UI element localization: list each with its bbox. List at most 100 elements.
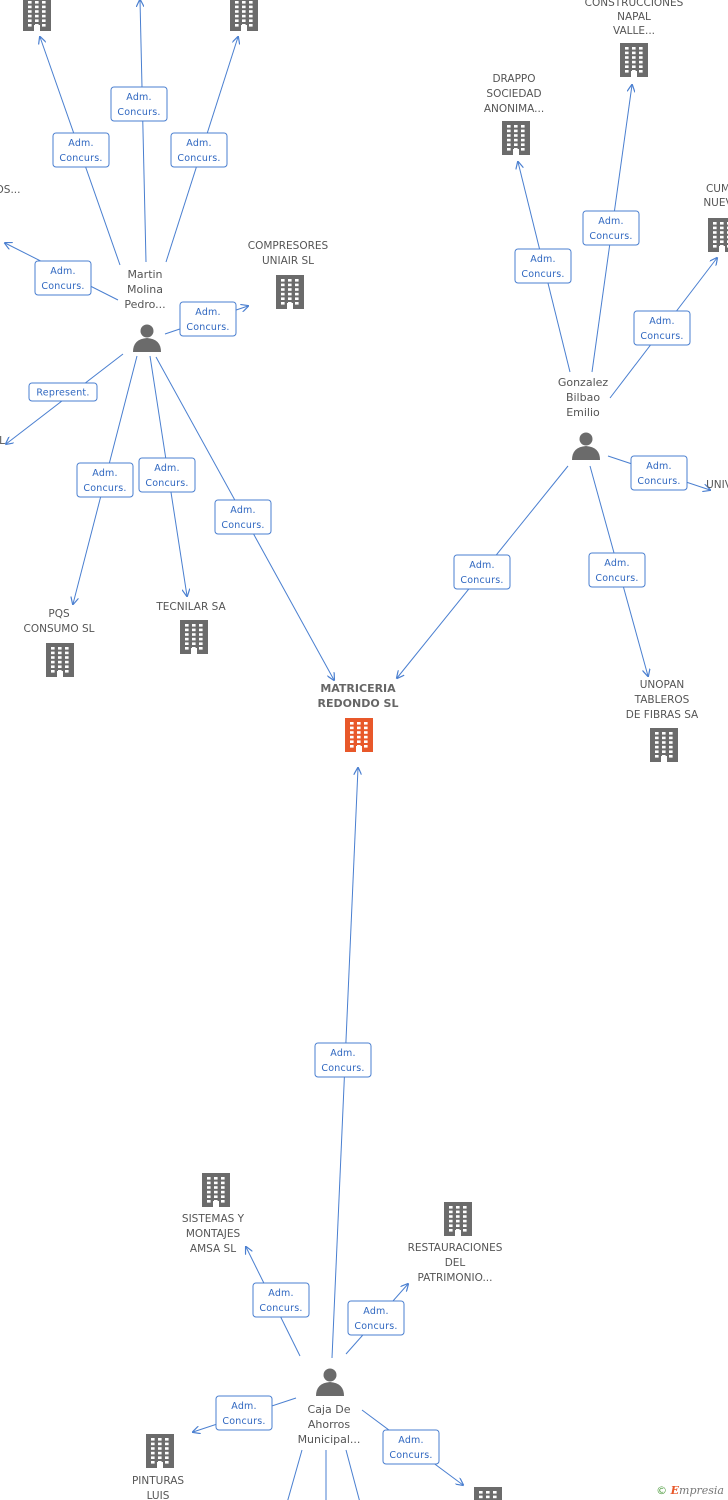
edge-label-text: Concurs. bbox=[354, 1321, 397, 1332]
node-matriceria[interactable]: MATRICERIA REDONDO SL bbox=[318, 682, 399, 752]
node-t1[interactable] bbox=[23, 0, 51, 31]
edge-label-martin-os[interactable]: Adm. Concurs. bbox=[34, 260, 92, 296]
edge-label-martin-compresores[interactable]: Adm.Concurs. bbox=[179, 301, 237, 337]
edge-label-text: Concurs. bbox=[117, 107, 160, 118]
edge-label-martin-top-center[interactable]: Adm. Concurs. bbox=[110, 86, 168, 122]
edge-label-text: Concurs. bbox=[589, 231, 632, 242]
node-label: PATRIMONIO... bbox=[418, 1272, 493, 1284]
edge-label-text: Adm. bbox=[231, 1401, 256, 1412]
edge-label-gonzalez-drappo[interactable]: Adm.Concurs. bbox=[514, 248, 572, 284]
edge-label-text: Concurs. bbox=[41, 281, 84, 292]
edge-label-caja-restauraciones[interactable]: Adm. Concurs. bbox=[347, 1300, 405, 1336]
edge-label-caja-matriceria[interactable]: Adm.Concurs. bbox=[314, 1042, 372, 1078]
node-lfrag[interactable]: L bbox=[0, 435, 5, 447]
edge-label-gonzalez-univ[interactable]: Adm.Concurs. bbox=[630, 455, 688, 491]
edge-label-box bbox=[179, 301, 237, 337]
node-label: UNIV bbox=[706, 479, 728, 491]
copyright-icon: © bbox=[656, 1484, 668, 1497]
edge-label-box bbox=[34, 260, 92, 296]
empresia-watermark[interactable]: © Empresia bbox=[656, 1484, 724, 1497]
node-label: CONSTRUCCIONES bbox=[585, 0, 684, 9]
edge-label-text: Concurs. bbox=[640, 331, 683, 342]
edge-label-box bbox=[514, 248, 572, 284]
node-label: UNIAIR SL bbox=[262, 255, 314, 267]
node-t2[interactable] bbox=[230, 0, 258, 31]
edge-label-martin-t1[interactable]: Adm.Concurs. bbox=[52, 132, 110, 168]
edge-label-box bbox=[76, 462, 134, 498]
edge-label-martin-tecnilar[interactable]: Adm.Concurs. bbox=[138, 457, 196, 493]
node-label: Pedro... bbox=[124, 298, 165, 311]
edge-label-gonzalez-napal[interactable]: Adm.Concurs. bbox=[582, 210, 640, 246]
edge-label-text: Adm. bbox=[363, 1306, 388, 1317]
edge-label-text: Adm. bbox=[126, 92, 151, 103]
company-building-icon bbox=[202, 1173, 230, 1207]
edge-label-text: Adm. bbox=[230, 505, 255, 516]
node-martin[interactable]: MartinMolinaPedro... bbox=[124, 268, 166, 352]
edge-label-box bbox=[215, 1395, 273, 1431]
edge-label-text: Adm. bbox=[50, 266, 75, 277]
edge-label-text: Concurs. bbox=[259, 1303, 302, 1314]
edge-label-text: Represent. bbox=[36, 388, 89, 399]
edge-label-gonzalez-unopan[interactable]: Adm.Concurs. bbox=[588, 552, 646, 588]
node-cum[interactable]: CUMNUEV bbox=[703, 183, 728, 252]
edge-label-box bbox=[314, 1042, 372, 1078]
node-univ[interactable]: UNIV bbox=[706, 479, 728, 491]
node-bottomco[interactable] bbox=[474, 1487, 502, 1500]
edge-line bbox=[345, 1449, 360, 1500]
node-label: AMSA SL bbox=[190, 1243, 236, 1255]
node-label: RESTAURACIONES bbox=[408, 1242, 503, 1254]
node-label: REDONDO SL bbox=[318, 697, 399, 710]
edge-label-box bbox=[214, 499, 272, 535]
edge-label-box bbox=[170, 132, 228, 168]
node-napal[interactable]: CONSTRUCCIONESNAPALVALLE... bbox=[585, 0, 684, 77]
node-label: MATRICERIA bbox=[320, 682, 396, 695]
person-icon bbox=[316, 1368, 344, 1396]
edge-label-text: Adm. bbox=[330, 1048, 355, 1059]
node-label: NAPAL bbox=[617, 11, 651, 23]
edge-label-box bbox=[382, 1429, 440, 1465]
edge-label-text: Adm. bbox=[268, 1288, 293, 1299]
company-building-icon bbox=[276, 275, 304, 309]
node-label: CUM bbox=[706, 183, 728, 195]
node-label: SOCIEDAD bbox=[486, 88, 541, 100]
node-caja[interactable]: Caja DeAhorrosMunicipal... bbox=[298, 1368, 361, 1447]
edge-label-martin-t2[interactable]: Adm.Concurs. bbox=[170, 132, 228, 168]
edge-label-martin-lfrag[interactable]: Represent. bbox=[28, 382, 98, 402]
node-drappo[interactable]: DRAPPOSOCIEDADANONIMA... bbox=[484, 73, 544, 155]
edge-martin-top-center bbox=[140, 0, 147, 263]
edge-label-martin-pqs[interactable]: Adm.Concurs. bbox=[76, 462, 134, 498]
node-label: TECNILAR SA bbox=[155, 601, 226, 613]
edge-label-box bbox=[633, 310, 691, 346]
edge-label-box bbox=[28, 382, 98, 402]
edge-label-text: Adm. bbox=[646, 461, 671, 472]
company-building-icon bbox=[180, 620, 208, 654]
edge-label-gonzalez-cum[interactable]: Adm.Concurs. bbox=[633, 310, 691, 346]
edge-label-text: Concurs. bbox=[83, 483, 126, 494]
edge-label-caja-sistemas[interactable]: Adm. Concurs. bbox=[252, 1282, 310, 1318]
edge-caja-off-bottom-1 bbox=[287, 1449, 303, 1500]
node-os[interactable]: OS... bbox=[0, 184, 20, 196]
edge-label-gonzalez-matriceria[interactable]: Adm.Concurs. bbox=[453, 554, 511, 590]
edge-label-text: Concurs. bbox=[222, 1416, 265, 1427]
node-label: PINTURAS bbox=[132, 1475, 184, 1487]
node-label: L bbox=[0, 435, 5, 447]
node-tecnilar[interactable]: TECNILAR SA bbox=[155, 601, 226, 654]
edge-label-text: Concurs. bbox=[460, 575, 503, 586]
edge-label-text: Concurs. bbox=[389, 1450, 432, 1461]
edge-label-text: Concurs. bbox=[145, 478, 188, 489]
edge-label-caja-bottomco[interactable]: Adm.Concurs. bbox=[382, 1429, 440, 1465]
edge-label-text: Concurs. bbox=[595, 573, 638, 584]
edge-label-text: Concurs. bbox=[177, 153, 220, 164]
edge-label-martin-matriceria[interactable]: Adm.Concurs. bbox=[214, 499, 272, 535]
edge-label-caja-pinturas[interactable]: Adm. Concurs. bbox=[215, 1395, 273, 1431]
company-building-icon bbox=[23, 0, 51, 31]
node-restauraciones[interactable]: RESTAURACIONESDELPATRIMONIO... bbox=[408, 1202, 503, 1284]
